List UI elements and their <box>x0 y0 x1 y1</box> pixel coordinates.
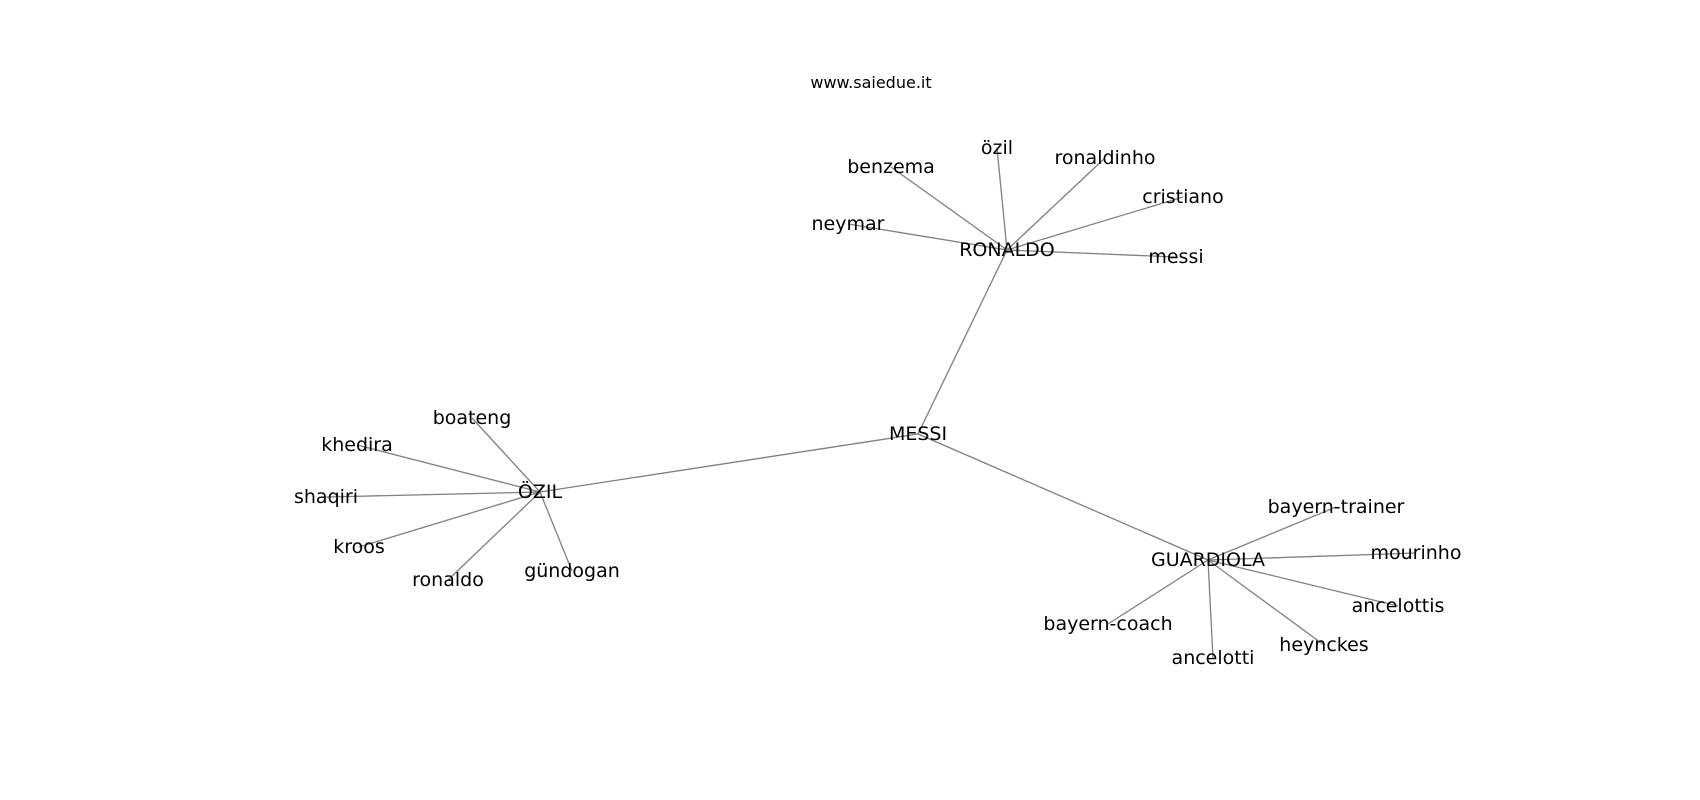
leaf-node-mourinho: mourinho <box>1371 542 1462 564</box>
leaf-node-khedira: khedira <box>321 434 393 456</box>
hub-node-guardiola-hub: GUARDIOLA <box>1151 549 1265 571</box>
edge-guardiola-hub-bayern-coach <box>1107 559 1209 625</box>
leaf-node-boateng: boateng <box>433 407 512 429</box>
edge-ozil-hub-kroos <box>358 491 541 548</box>
leaf-node-neymar: neymar <box>812 213 885 235</box>
edge-guardiola-hub-ancelottis <box>1207 559 1399 607</box>
edge-ozil-hub-shaqiri <box>325 491 541 498</box>
edge-ozil-hub-khedira <box>356 444 541 493</box>
leaf-node-benzema: benzema <box>847 156 935 178</box>
edge-guardiola-hub-ancelotti <box>1207 559 1214 659</box>
hub-node-ronaldo-hub: RONALDO <box>959 239 1055 261</box>
labels-layer: MESSI RONALDO ÖZIL GUARDIOLA neymar benzema öz… <box>294 137 1462 669</box>
edge-ronaldo-hub-ozil <box>996 147 1008 251</box>
edge-ronaldo-hub-benzema <box>890 166 1008 251</box>
leaf-node-kroos: kroos <box>333 536 385 558</box>
edge-messi-hub-ozil-hub <box>539 433 919 493</box>
edge-ozil-hub-gundogan <box>539 491 573 572</box>
site-watermark: www.saiedue.it <box>810 73 931 92</box>
edge-guardiola-hub-bayern-trainer <box>1207 506 1337 561</box>
leaf-node-gundogan: gündogan <box>524 560 620 582</box>
leaf-node-heynckes: heynckes <box>1279 634 1368 656</box>
leaf-node-ozil: özil <box>981 137 1013 159</box>
leaf-node-ronaldo: ronaldo <box>412 569 484 591</box>
leaf-node-ancelotti: ancelotti <box>1172 647 1255 669</box>
edge-ozil-hub-ronaldo <box>447 491 541 581</box>
hub-node-messi-hub: MESSI <box>889 423 947 445</box>
leaf-node-ronaldinho: ronaldinho <box>1054 147 1155 169</box>
edge-guardiola-hub-heynckes <box>1207 559 1325 646</box>
leaf-node-bayern-coach: bayern-coach <box>1043 613 1172 635</box>
edges-layer <box>325 147 1417 659</box>
edge-messi-hub-guardiola-hub <box>917 433 1209 561</box>
edge-messi-hub-ronaldo-hub <box>917 249 1008 435</box>
leaf-node-shaqiri: shaqiri <box>294 486 358 508</box>
leaf-node-bayern-trainer: bayern-trainer <box>1268 496 1405 518</box>
edge-ronaldo-hub-neymar <box>847 223 1008 251</box>
leaf-node-messi: messi <box>1148 246 1203 268</box>
leaf-node-cristiano: cristiano <box>1142 186 1223 208</box>
edge-guardiola-hub-mourinho <box>1207 552 1417 561</box>
edge-ronaldo-hub-messi <box>1006 249 1177 258</box>
edge-ronaldo-hub-ronaldinho <box>1006 157 1106 251</box>
edge-ronaldo-hub-cristiano <box>1006 196 1184 251</box>
hub-node-ozil-hub: ÖZIL <box>518 480 563 503</box>
leaf-node-ancelottis: ancelottis <box>1352 595 1445 617</box>
edge-ozil-hub-boateng <box>471 417 541 493</box>
